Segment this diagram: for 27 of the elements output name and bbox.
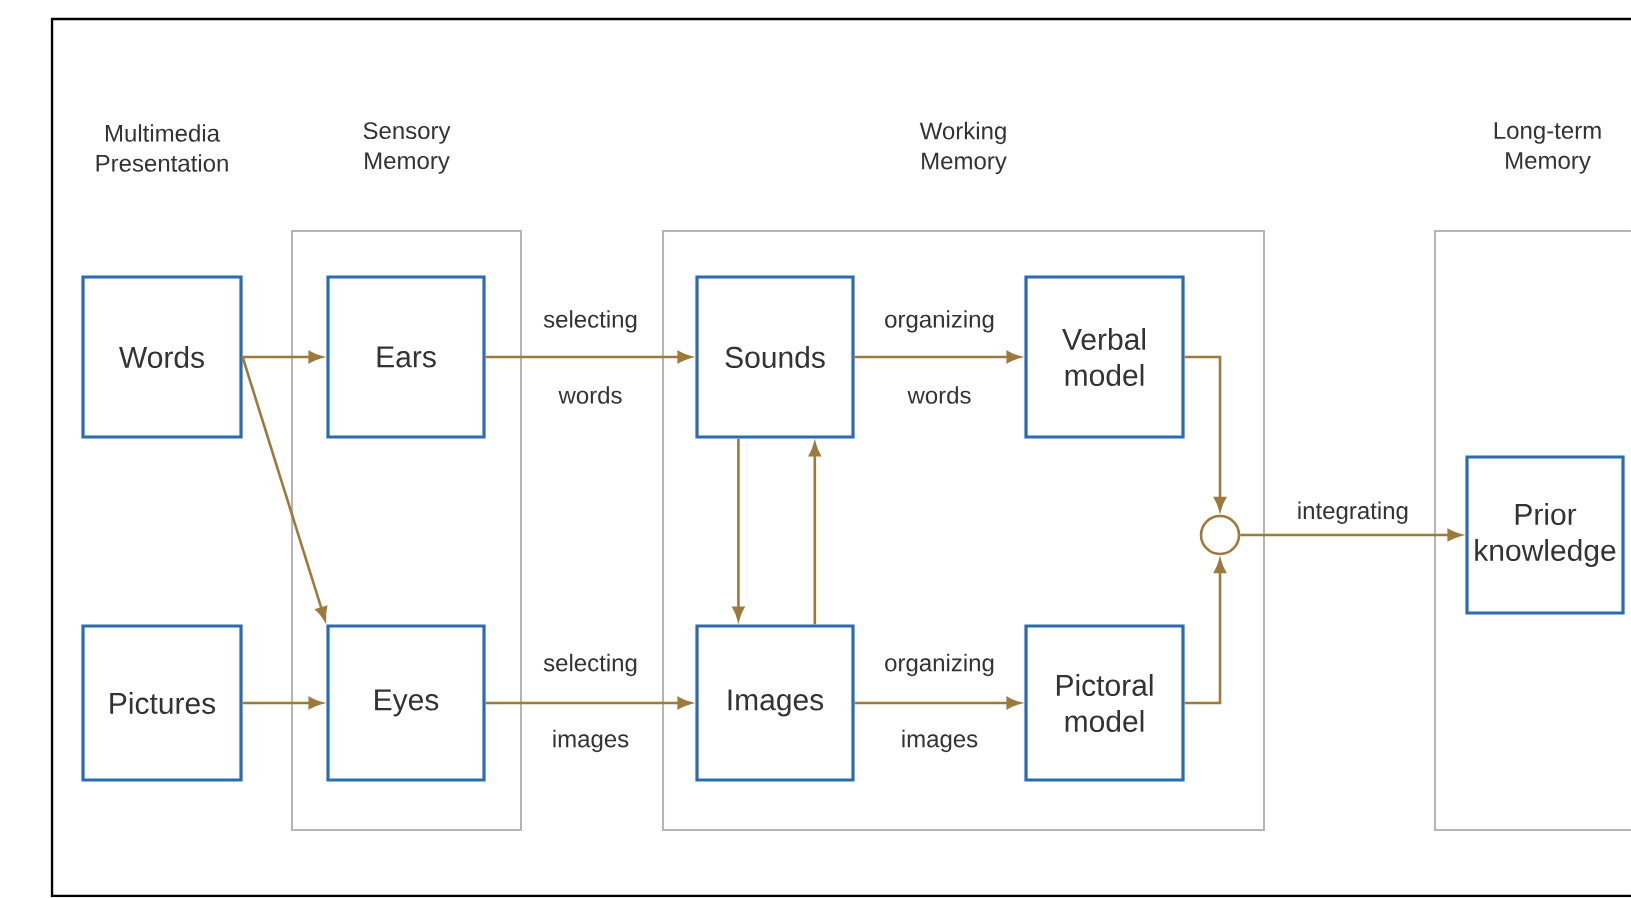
panel-heading: Sensory Memory (363, 122, 451, 174)
process-box: Words (81, 275, 243, 439)
edge-label: organizing words (885, 310, 994, 404)
edge-label: integrating (1298, 501, 1408, 524)
arrow (485, 697, 692, 709)
panel-heading: Working Memory (919, 121, 1007, 175)
process-box: Ears (326, 275, 486, 439)
column-heading: Multimedia Presentation (96, 124, 228, 172)
arrow (242, 697, 323, 709)
process-box: Pictoral model (1024, 624, 1185, 782)
process-box: Images (695, 624, 855, 782)
process-box: Prior knowledge (1465, 455, 1625, 615)
process-box: Sounds (695, 275, 855, 439)
arrow (1240, 529, 1462, 541)
arrow (854, 351, 1021, 363)
edge-label: selecting images (543, 653, 637, 753)
arrow (854, 697, 1021, 709)
panel-heading: Long-term Memory (1494, 122, 1601, 174)
process-box: Verbal model (1024, 275, 1185, 439)
arrow (485, 351, 692, 363)
edge-label: selecting words (543, 310, 637, 404)
junction-circle (1199, 514, 1241, 556)
process-box: Pictures (81, 624, 243, 782)
arrow (808, 442, 821, 625)
edge-label: organizing images (885, 653, 994, 753)
arrow (242, 351, 323, 363)
process-box: Eyes (326, 624, 486, 782)
